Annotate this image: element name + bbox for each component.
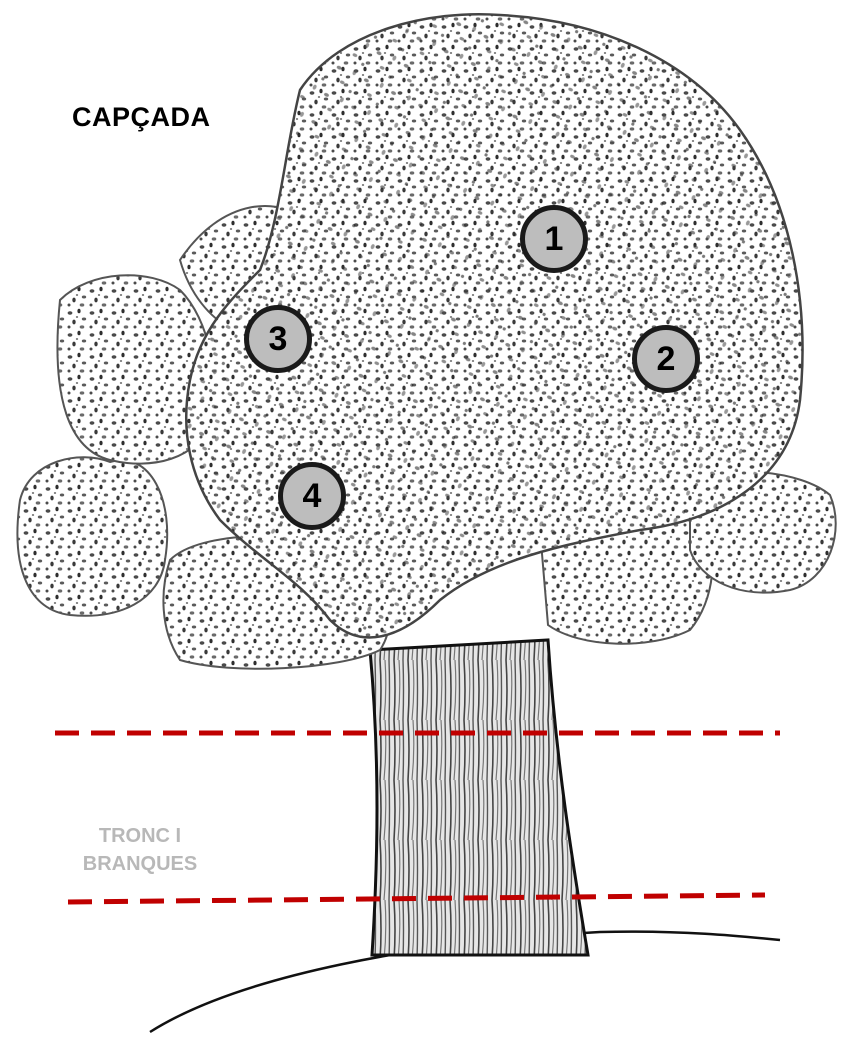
- trunk-and-branches-label: TRONC I BRANQUES: [60, 822, 220, 878]
- trunk-label-line-1: TRONC I: [60, 822, 220, 850]
- tree-trunk: [370, 640, 588, 955]
- trunk-label-line-2: BRANQUES: [60, 850, 220, 878]
- canopy-marker-2: 2: [632, 325, 700, 393]
- canopy-marker-3: 3: [244, 305, 312, 373]
- canopy-label: CAPÇADA: [72, 102, 211, 133]
- canopy-marker-4: 4: [278, 462, 346, 530]
- canopy-marker-1: 1: [520, 205, 588, 273]
